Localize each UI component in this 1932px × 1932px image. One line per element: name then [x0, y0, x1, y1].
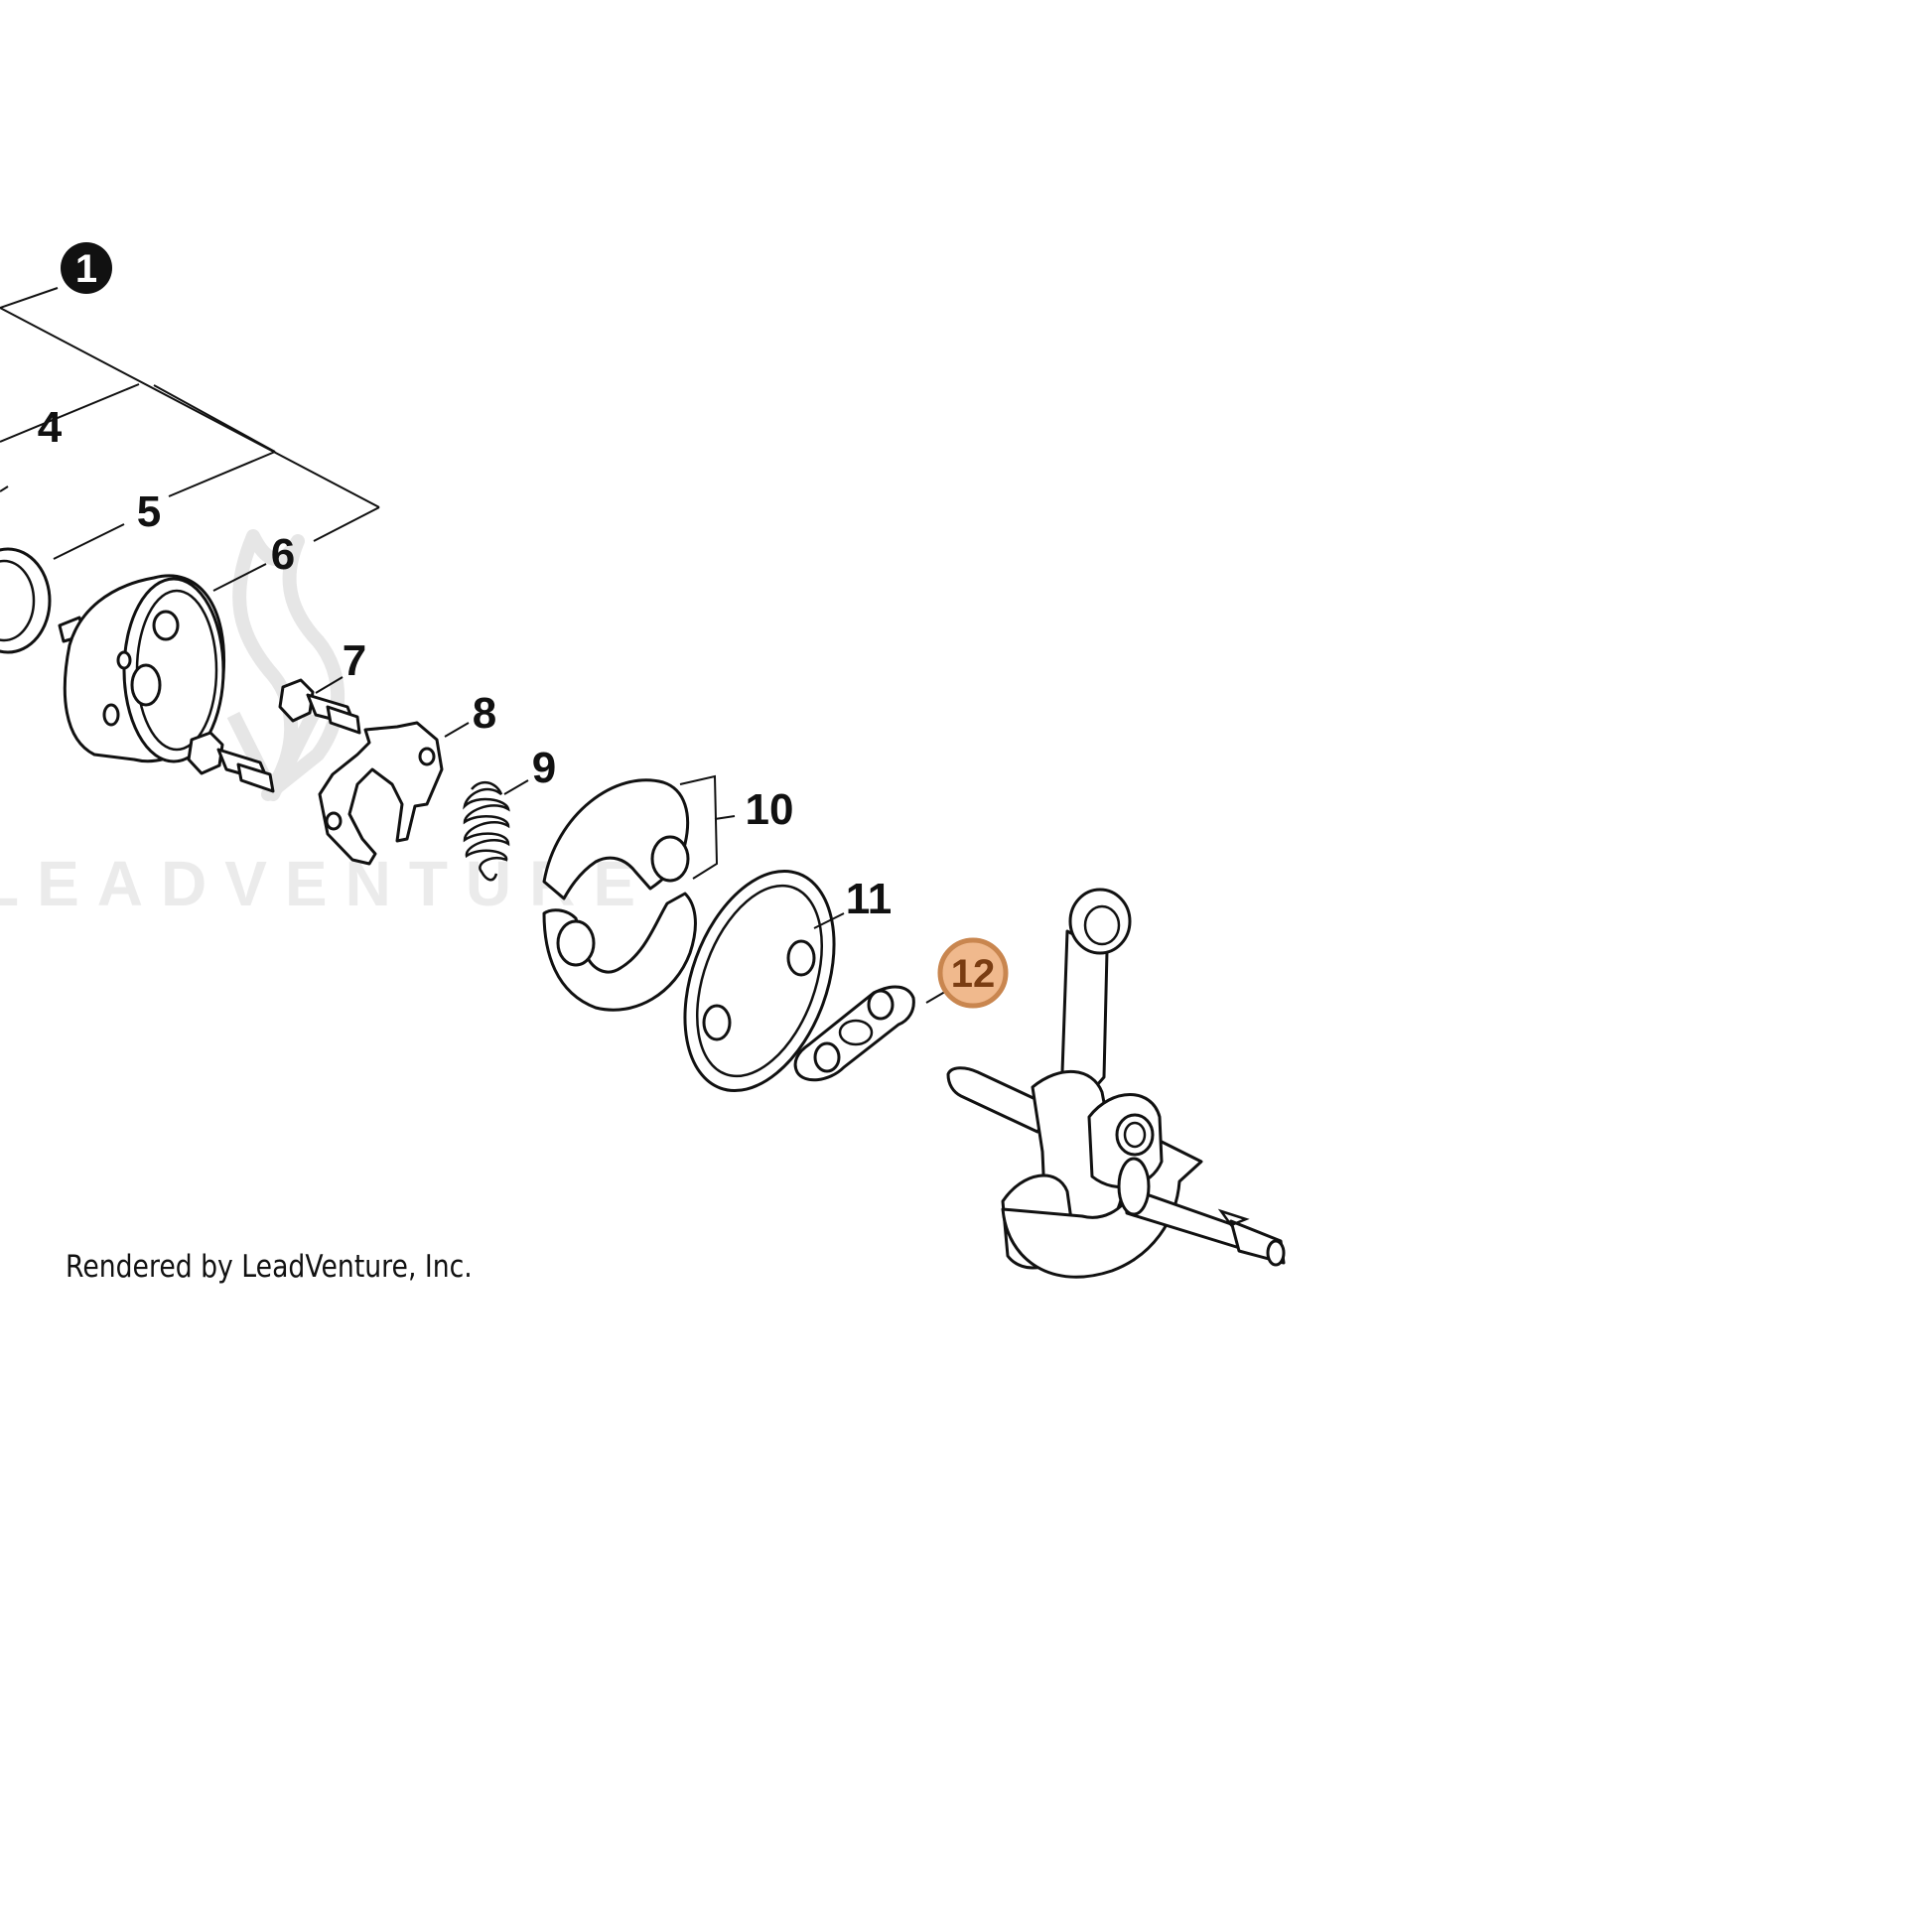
part-clutch-shoes: [542, 774, 736, 1012]
part-spring-retainer: [318, 721, 444, 866]
callout-7-label[interactable]: 7: [343, 636, 366, 685]
callout-11-label[interactable]: 11: [846, 875, 893, 923]
part-shoulder-bolts: [187, 678, 361, 793]
callout-1-label: 1: [75, 247, 97, 291]
part-snap-ring: [0, 547, 52, 654]
callout-12-marker: [937, 937, 1009, 1009]
part-clutch-drum: [58, 574, 226, 763]
callout-8-label[interactable]: 8: [473, 689, 496, 738]
callout-5-label[interactable]: 5: [137, 487, 161, 536]
callout-10-label[interactable]: 10: [746, 785, 794, 834]
part-clutch-carrier: [793, 985, 956, 1082]
part-spring: [463, 780, 510, 882]
callout-7-leader: [315, 676, 344, 694]
leader-lines-bracket: [0, 287, 380, 592]
callout-12[interactable]: 12: [937, 937, 1009, 1009]
watermark-text: LEADVENTURE: [0, 848, 653, 919]
callout-9-label[interactable]: 9: [532, 744, 556, 792]
callout-4-label[interactable]: 4: [38, 403, 63, 452]
credit-text: Rendered by LeadVenture, Inc.: [66, 1249, 473, 1285]
callout-12-label: 12: [951, 952, 996, 996]
callout-9-leader: [503, 779, 529, 795]
part-crankshaft: [946, 888, 1286, 1279]
callout-1[interactable]: 1: [61, 242, 112, 294]
callout-8-leader: [444, 722, 470, 738]
callout-1-marker: [61, 242, 112, 294]
part-thrust-plate: [683, 869, 845, 1093]
watermark: LEADVENTURE: [0, 529, 653, 919]
callout-6-label[interactable]: 6: [271, 530, 295, 579]
